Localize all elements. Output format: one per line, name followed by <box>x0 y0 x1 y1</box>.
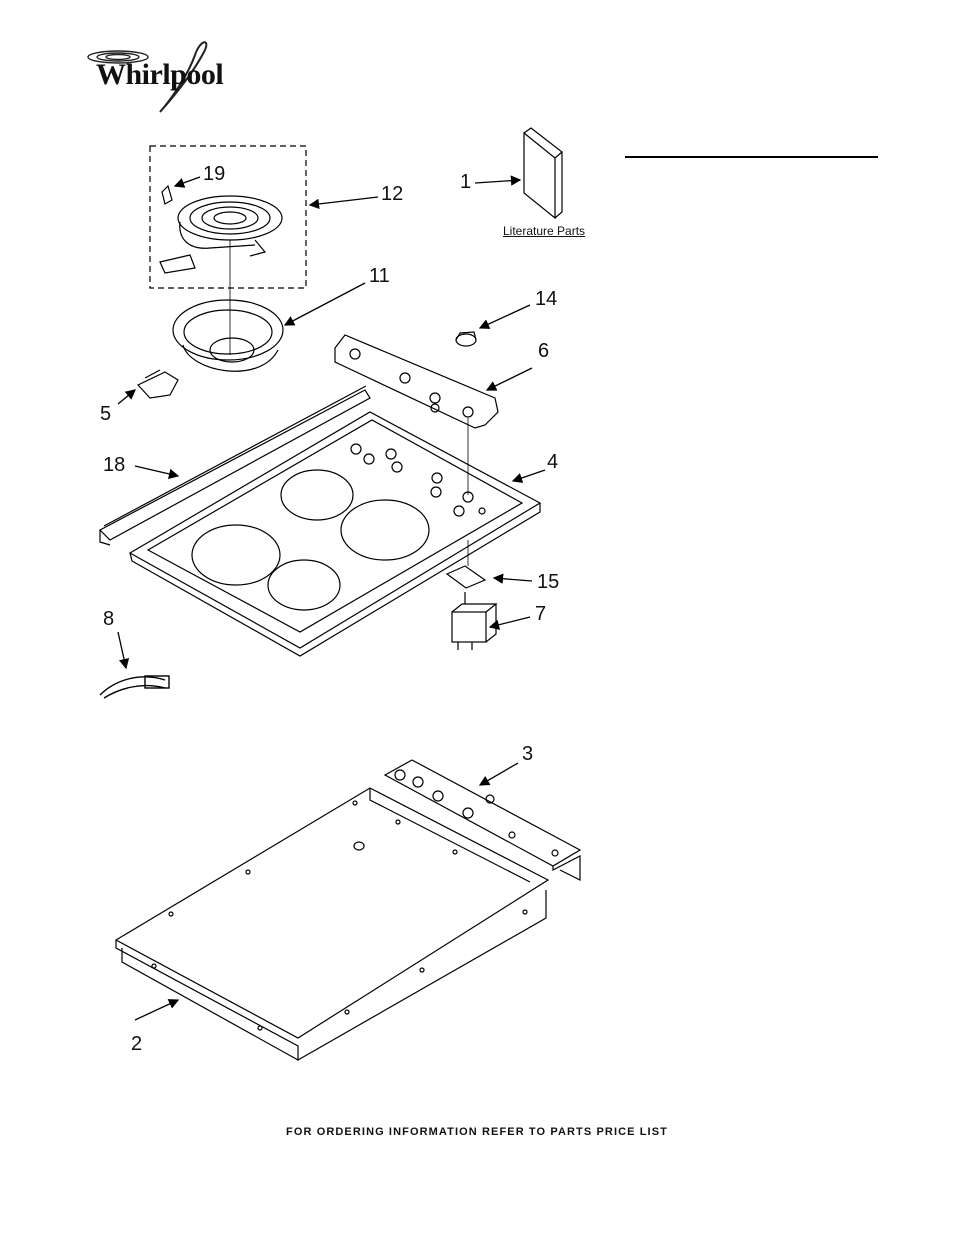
callout-15: 15 <box>537 571 560 593</box>
base-pan <box>114 787 550 1062</box>
brand-logo-text: Whirlpool <box>96 58 224 91</box>
leader-lines <box>117 175 546 1021</box>
whirlpool-swirl-icon <box>87 41 208 113</box>
surface-element-assembly <box>149 145 307 355</box>
callout-1: 1 <box>460 171 472 193</box>
trim-strip <box>99 385 371 546</box>
callout-3: 3 <box>522 743 534 765</box>
cooktop-main-top <box>128 411 542 657</box>
literature-book <box>523 127 563 220</box>
control-panel-overlay <box>334 334 499 495</box>
header-rule <box>625 156 878 158</box>
control-bracket <box>383 759 582 881</box>
drip-bowl <box>172 299 284 372</box>
callout-4: 4 <box>547 451 559 473</box>
callout-12: 12 <box>381 183 404 205</box>
bracket-plate <box>445 540 487 589</box>
callout-18: 18 <box>103 454 126 476</box>
ordering-footer: FOR ORDERING INFORMATION REFER TO PARTS … <box>286 1126 668 1138</box>
callout-5: 5 <box>100 403 112 425</box>
infinite-switch <box>451 592 498 650</box>
callout-14: 14 <box>535 288 558 310</box>
receptacle-clip <box>137 369 179 399</box>
literature-parts-label: Literature Parts <box>503 224 586 238</box>
callout-11: 11 <box>369 265 390 287</box>
callout-8: 8 <box>103 608 115 630</box>
callout-19: 19 <box>203 163 226 185</box>
callout-6: 6 <box>538 340 550 362</box>
callout-7: 7 <box>535 603 547 625</box>
control-knob <box>455 331 477 347</box>
callout-2: 2 <box>131 1033 143 1055</box>
wire-harness <box>99 675 170 699</box>
